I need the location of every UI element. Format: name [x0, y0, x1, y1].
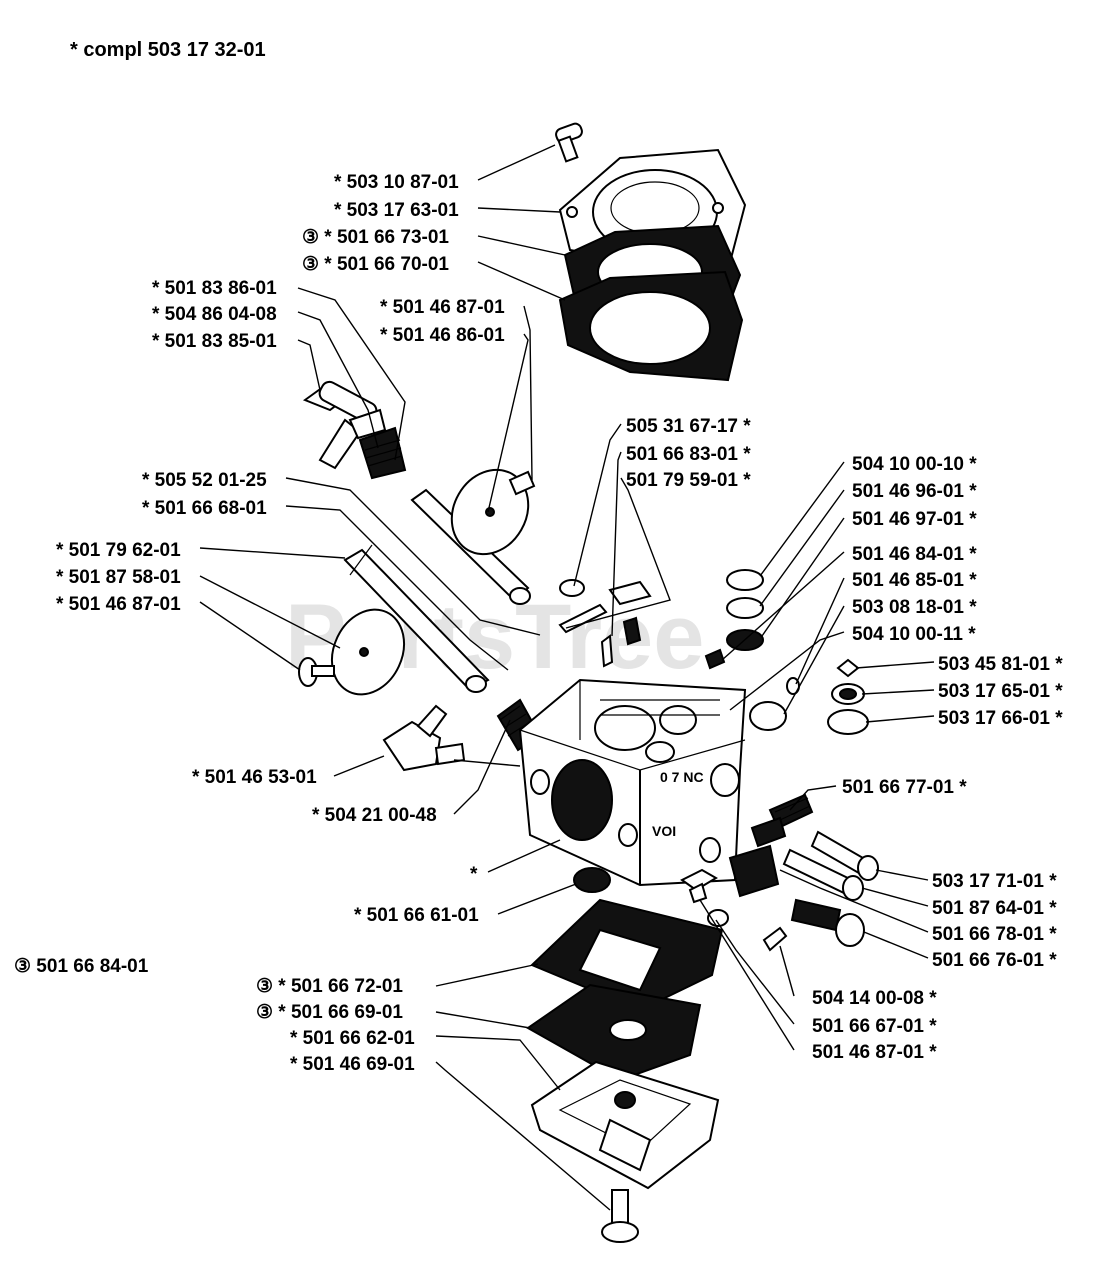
svg-text:0 7 NC: 0 7 NC [660, 769, 704, 785]
part-label[interactable]: 501 66 77-01 * [842, 777, 967, 798]
part-label[interactable]: 503 17 66-01 * [938, 708, 1063, 729]
part-label[interactable]: 501 66 76-01 * [932, 950, 1057, 971]
part-label[interactable]: 501 79 59-01 * [626, 470, 751, 491]
part-label[interactable]: * 501 46 86-01 [380, 325, 505, 346]
part-label[interactable]: ③ * 501 66 73-01 [302, 227, 449, 248]
part-label[interactable]: * 501 46 53-01 [192, 767, 317, 788]
part-label[interactable]: 504 10 00-11 * [852, 624, 976, 645]
part-label[interactable]: 503 17 65-01 * [938, 681, 1063, 702]
part-label[interactable]: * 504 86 04-08 [152, 304, 277, 325]
part-label[interactable]: 503 08 18-01 * [852, 597, 977, 618]
fuel-inlet-elbow [382, 704, 466, 772]
cover-screw [555, 122, 583, 163]
part-label[interactable]: 501 87 64-01 * [932, 898, 1057, 919]
throttle-disc [450, 468, 536, 556]
filter-screen-stack [827, 658, 869, 735]
part-label[interactable]: ③ * 501 66 69-01 [256, 1002, 403, 1023]
part-label[interactable]: * 501 66 68-01 [142, 498, 267, 519]
cover-bottom-screw [601, 1189, 639, 1243]
pump-diaphragm [558, 224, 744, 382]
part-label[interactable]: * 501 83 85-01 [152, 331, 277, 352]
carburetor-body: 0 7 NC VOI [518, 678, 747, 887]
part-label[interactable]: ③ * 501 66 70-01 [302, 254, 449, 275]
part-label[interactable]: * 505 52 01-25 [142, 470, 267, 491]
inlet-needle [558, 579, 652, 668]
part-label[interactable]: 501 66 78-01 * [932, 924, 1057, 945]
svg-text:VOI: VOI [652, 823, 676, 839]
part-label[interactable]: 501 46 87-01 * [812, 1042, 937, 1063]
metering-diaphragm [526, 983, 702, 1082]
parts-illustration: 0 7 NC VOI [298, 122, 879, 1243]
part-label[interactable]: * 501 83 86-01 [152, 278, 277, 299]
metering-cover [530, 1060, 720, 1190]
part-label[interactable]: 503 17 71-01 * [932, 871, 1057, 892]
metering-gasket [530, 898, 724, 1012]
kit-header: * compl 503 17 32-01 [70, 39, 266, 61]
lever-bracket [680, 868, 788, 952]
part-label[interactable]: 505 31 67-17 * [626, 416, 751, 437]
leader-lines [199, 144, 935, 1211]
part-label[interactable]: 501 66 67-01 * [812, 1016, 937, 1037]
part-label[interactable]: * 501 66 62-01 [290, 1028, 415, 1049]
choke-shaft [343, 544, 490, 693]
part-label[interactable]: 504 10 00-10 * [852, 454, 977, 475]
part-label[interactable]: 503 45 81-01 * [938, 654, 1063, 675]
part-label[interactable]: * 501 87 58-01 [56, 567, 181, 588]
part-label[interactable]: 501 46 96-01 * [852, 481, 977, 502]
part-label[interactable]: * 501 46 87-01 [56, 594, 181, 615]
part-label[interactable]: 501 46 85-01 * [852, 570, 977, 591]
part-label[interactable]: * 503 10 87-01 [334, 172, 459, 193]
part-label[interactable]: ③ * 501 66 72-01 [256, 976, 403, 997]
part-label[interactable]: 501 66 83-01 * [626, 444, 751, 465]
part-label[interactable]: * 501 46 69-01 [290, 1054, 415, 1075]
part-label[interactable]: * 503 17 63-01 [334, 200, 459, 221]
part-label[interactable]: * 501 79 62-01 [56, 540, 181, 561]
part-label[interactable]: 501 46 97-01 * [852, 509, 977, 530]
part-label[interactable]: * 501 66 61-01 [354, 905, 479, 926]
choke-disc [298, 608, 405, 696]
adjusting-needles [728, 793, 879, 947]
part-labels: * 503 10 87-01 * 503 17 63-01 ③ * 501 66… [14, 172, 1063, 1075]
kit-note: ③ 501 66 84-01 [14, 956, 149, 977]
body-gasket [573, 867, 611, 893]
part-label[interactable]: 501 46 84-01 * [852, 544, 977, 565]
part-label[interactable]: * 501 46 87-01 [380, 297, 505, 318]
part-label[interactable]: 504 14 00-08 * [812, 988, 937, 1009]
part-label[interactable]: * 504 21 00-48 [312, 805, 437, 826]
part-label[interactable]: * [470, 864, 478, 885]
choke-lever [302, 380, 407, 480]
